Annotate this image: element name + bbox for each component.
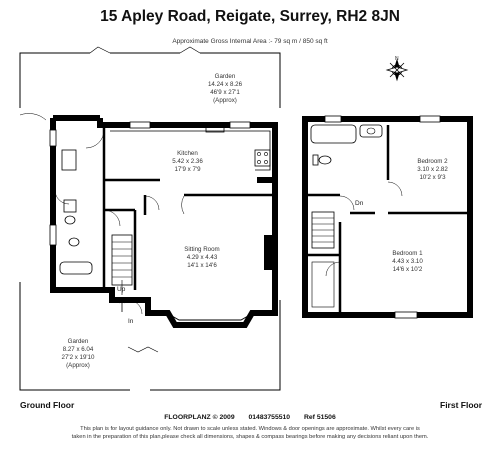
stairs-down-label: Dn <box>355 200 364 207</box>
compass-rose <box>385 58 409 82</box>
room-bedroom-2: Bedroom 2 3.10 x 2.82 10'2 x 9'3 <box>417 158 448 181</box>
room-bedroom-1: Bedroom 1 4.43 x 3.10 14'6 x 10'2 <box>392 250 423 273</box>
first-floor-plan <box>302 115 473 319</box>
ground-floor-plan <box>19 46 281 391</box>
room-garden-rear: Garden 14.24 x 8.26 46'9 x 27'1 (Approx) <box>207 73 243 104</box>
entrance-label: In <box>128 318 134 325</box>
property-address: 15 Apley Road, Reigate, Surrey, RH2 8JN <box>100 8 400 25</box>
plan-reference: Ref 51506 <box>303 414 336 421</box>
compass-north-label: N <box>395 56 399 62</box>
room-sitting-room: Sitting Room 4.29 x 4.43 14'1 x 14'6 <box>184 246 220 269</box>
first-floor-title: First Floor <box>440 400 483 410</box>
room-kitchen: Kitchen 5.42 x 2.36 17'9 x 7'9 <box>172 150 203 173</box>
stairs-up-label: Up <box>117 286 126 293</box>
disclaimer: This plan is for layout guidance only. N… <box>0 425 500 441</box>
room-garden-front: Garden 8.27 x 6.04 27'2 x 19'10 (Approx) <box>61 338 95 369</box>
gross-internal-area: Approximate Gross Internal Area :- 79 sq… <box>172 38 328 45</box>
disclaimer-line-1: This plan is for layout guidance only. N… <box>80 426 420 432</box>
footer-brand-line: FLOORPLANZ © 2009 01483755510 Ref 51506 <box>0 414 500 421</box>
brand-name: FLOORPLANZ © 2009 <box>164 414 235 421</box>
ground-floor-title: Ground Floor <box>20 400 75 410</box>
brand-phone: 01483755510 <box>248 414 291 421</box>
disclaimer-line-2: taken in the preparation of this plan,pl… <box>71 434 429 440</box>
